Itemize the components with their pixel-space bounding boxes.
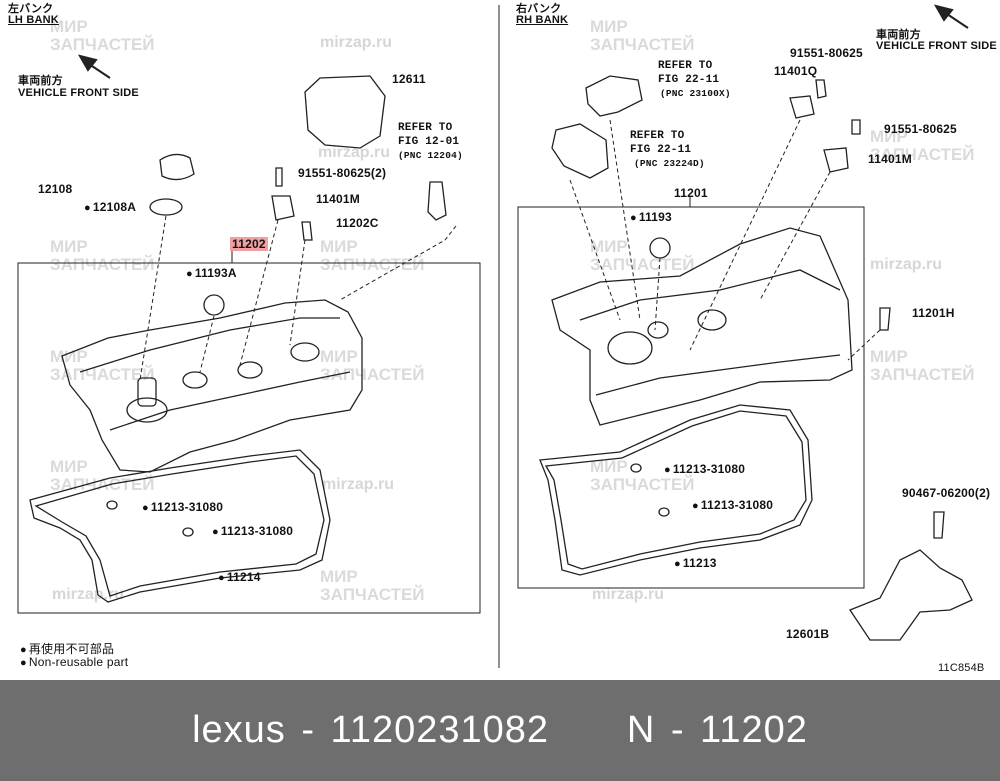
rh-refer2-fig: FIG 22-11	[630, 144, 692, 156]
lh-refer-title: REFER TO	[398, 122, 453, 134]
rh-bolt-b	[851, 119, 861, 135]
legend-jp: 再使用不可部品	[20, 640, 114, 657]
rh-engine-hanger	[849, 549, 973, 641]
rh-bolt-d	[933, 511, 945, 539]
lh-bank-en: LH BANK	[8, 14, 59, 26]
part-label-11213: 11213	[674, 556, 717, 570]
rh-refer1-pnc: (PNC 23100X)	[660, 88, 731, 99]
part-label-11201: 11201	[674, 186, 708, 200]
rh-oil-control-valve-gasket	[551, 123, 609, 179]
rh-front-en: VEHICLE FRONT SIDE	[876, 40, 997, 52]
footer-bar: lexus - 1120231082 N - 11202	[0, 680, 1000, 781]
rh-sensor-11401M	[823, 147, 849, 173]
lh-cover-12611	[304, 75, 386, 149]
rh-refer2-pnc: (PNC 23224D)	[634, 158, 705, 169]
rh-bank-jp: 右バンク	[516, 3, 562, 15]
part-label-11213-31080-rh-a: 11213-31080	[664, 462, 745, 476]
lh-refer-fig: FIG 12-01	[398, 136, 460, 148]
rh-bank-en: RH BANK	[516, 14, 569, 26]
part-label-12611: 12611	[392, 72, 426, 86]
rh-sensor-11401Q	[789, 95, 815, 119]
part-label-90467-06200-2: 90467-06200(2)	[902, 486, 991, 500]
lh-bank-jp: 左バンク	[8, 3, 54, 15]
lh-sensor	[427, 181, 447, 221]
rh-frame	[517, 206, 865, 589]
part-label-11193A: 11193A	[186, 266, 237, 280]
legend-en: Non-reusable part	[20, 655, 128, 669]
part-label-11214: 11214	[218, 570, 261, 584]
part-label-12108: 12108	[38, 182, 73, 196]
lh-bolt	[275, 167, 283, 187]
part-label-91551-80625-2: 91551-80625(2)	[298, 166, 387, 180]
part-label-11213-31080-rh-b: 11213-31080	[692, 498, 773, 512]
footer-part-number: lexus - 1120231082 N - 11202	[192, 709, 808, 751]
rh-front-jp: 車両前方	[876, 29, 921, 41]
lh-gasket-12108A	[149, 198, 183, 216]
lh-front-en: VEHICLE FRONT SIDE	[18, 87, 139, 99]
rh-refer1-title: REFER TO	[658, 60, 713, 72]
part-label-11202: 11202	[230, 237, 268, 251]
part-label-11193: 11193	[630, 210, 672, 224]
part-label-11201H: 11201H	[912, 306, 955, 320]
rh-bolt-c	[879, 307, 891, 331]
lh-cylinder-head-cover	[61, 299, 363, 473]
part-label-11401M-rh: 11401M	[868, 152, 912, 166]
part-label-91551-80625-a: 91551-80625	[790, 46, 863, 60]
rh-oil-control-valve	[585, 75, 643, 117]
rh-refer2-title: REFER TO	[630, 130, 685, 142]
lh-front-jp: 車両前方	[18, 75, 63, 87]
rh-bolt-a	[815, 79, 827, 99]
part-label-11202C: 11202C	[336, 216, 379, 230]
part-label-11213-31080-a: 11213-31080	[142, 500, 223, 514]
part-label-12108A: 12108A	[84, 200, 136, 214]
lh-frame	[17, 262, 481, 614]
diagram-drawing	[17, 4, 973, 668]
diagram-code: 11C854B	[938, 662, 985, 674]
rh-gasket	[539, 404, 813, 576]
part-label-91551-80625-b: 91551-80625	[884, 122, 957, 136]
lh-refer-pnc: (PNC 12204)	[398, 150, 463, 161]
lh-oil-filler-cap	[159, 153, 195, 181]
rh-cylinder-head-cover	[551, 227, 853, 426]
rh-refer1-fig: FIG 22-11	[658, 74, 720, 86]
lh-vvt-sensor	[271, 195, 295, 221]
part-label-11401M: 11401M	[316, 192, 360, 206]
part-label-11213-31080-b: 11213-31080	[212, 524, 293, 538]
part-label-12601B: 12601B	[786, 627, 830, 641]
part-label-11401Q: 11401Q	[774, 64, 818, 78]
